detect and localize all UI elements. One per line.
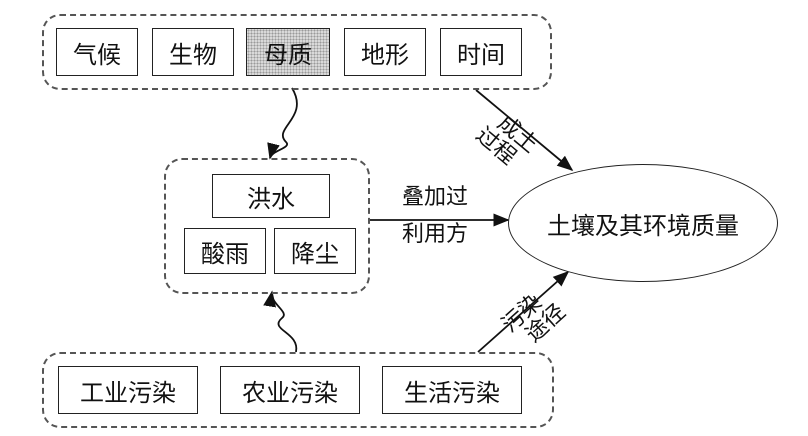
pollution-domestic: 生活污染	[382, 366, 522, 414]
soil-environment-quality: 土壤及其环境质量	[508, 164, 778, 282]
factor-parent-material: 母质	[246, 28, 330, 76]
factor-terrain: 地形	[344, 28, 426, 76]
hazards-group	[164, 158, 370, 294]
hazard-flood: 洪水	[212, 174, 330, 218]
edge-label-overlay: 叠加过 利用方	[402, 186, 468, 246]
factor-time: 时间	[440, 28, 522, 76]
edge-label-overlay-line1: 叠加过	[402, 185, 469, 210]
factor-biology: 生物	[152, 28, 234, 76]
pollution-path-arrow	[477, 270, 570, 353]
soil-forming-arrow	[475, 89, 574, 172]
pollution-industrial: 工业污染	[58, 366, 198, 414]
pollution-agricultural: 农业污染	[220, 366, 360, 414]
factors-to-hazards-arrow	[267, 87, 298, 160]
hazard-acid-rain: 酸雨	[184, 228, 266, 274]
pollution-to-hazards-arrow	[263, 290, 298, 353]
factors-group	[42, 14, 552, 90]
hazard-dust-fall: 降尘	[274, 228, 356, 274]
pollution-group	[42, 352, 554, 428]
edge-label-overlay-line2: 利用方	[402, 222, 469, 248]
factor-climate: 气候	[56, 28, 138, 76]
